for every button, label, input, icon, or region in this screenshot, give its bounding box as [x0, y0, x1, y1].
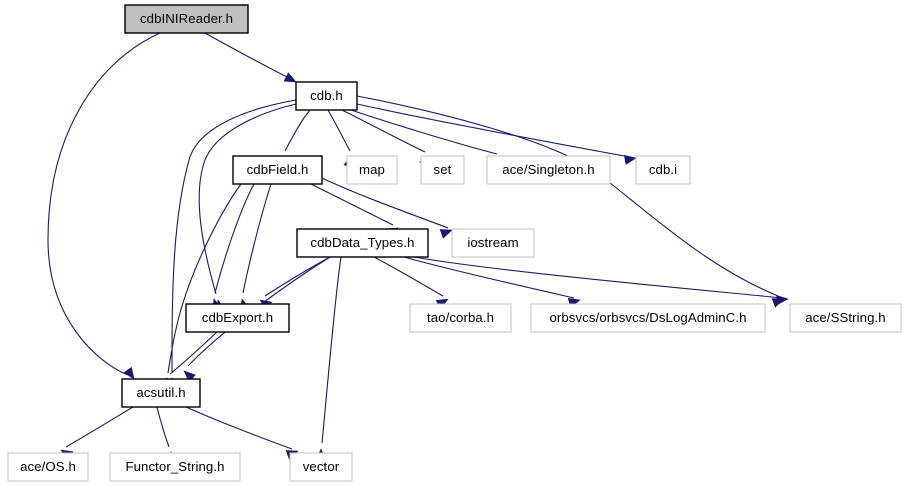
edge-line — [169, 331, 218, 375]
graph-node-iostream[interactable]: iostream — [451, 228, 535, 258]
edge-line — [321, 177, 449, 229]
node-label: tao/corba.h — [427, 310, 494, 325]
node-box[interactable] — [451, 228, 535, 258]
edge-line — [198, 103, 297, 295]
node-label: Functor_String.h — [125, 459, 224, 474]
graph-node-dsLogAdmin[interactable]: orbsvcs/orbsvcs/DsLogAdminC.h — [530, 303, 766, 333]
edge-line — [403, 256, 575, 299]
node-box[interactable] — [289, 452, 353, 482]
edge-line — [321, 256, 342, 444]
graph-edge-cdbDataTypes-to-cdbExport — [259, 256, 331, 311]
edge-arrowhead — [439, 229, 453, 239]
graph-node-cdbDataTypes[interactable]: cdbData_Types.h — [296, 228, 429, 258]
graph-node-cdb[interactable]: cdb.h — [295, 81, 358, 111]
edge-arrowhead — [123, 366, 135, 380]
node-label: cdbData_Types.h — [310, 235, 414, 250]
node-box[interactable] — [635, 155, 691, 185]
graph-node-map[interactable]: map — [346, 155, 398, 185]
node-label: ace/OS.h — [20, 459, 76, 474]
node-label: iostream — [467, 235, 518, 250]
node-label: map — [359, 162, 385, 177]
node-label: acsutil.h — [136, 385, 185, 400]
graph-node-cdbINIReader[interactable]: cdbINIReader.h — [124, 4, 249, 34]
graph-node-aceSString[interactable]: ace/SString.h — [789, 303, 902, 333]
node-box[interactable] — [486, 155, 611, 185]
graph-node-aceOS[interactable]: ace/OS.h — [7, 452, 89, 482]
edge-line — [341, 109, 426, 153]
node-label: orbsvcs/orbsvcs/DsLogAdminC.h — [549, 310, 746, 325]
edge-line — [310, 183, 394, 226]
graph-edge-cdbField-to-cdbExport — [212, 183, 255, 312]
graph-node-cdbExport[interactable]: cdbExport.h — [185, 303, 290, 333]
node-box[interactable] — [124, 4, 249, 34]
graph-edge-cdbField-to-acsutil — [162, 183, 242, 391]
node-box[interactable] — [346, 155, 398, 185]
edge-line — [284, 109, 311, 152]
graph-edge-acsutil-to-aceOS — [60, 406, 134, 461]
node-box[interactable] — [109, 452, 241, 482]
node-box[interactable] — [295, 81, 358, 111]
edge-line — [356, 95, 779, 297]
graph-edge-cdbDataTypes-to-taoCorba — [373, 256, 449, 310]
node-box[interactable] — [232, 155, 323, 185]
graph-node-cdbi[interactable]: cdb.i — [635, 155, 691, 185]
node-layer: cdbINIReader.h cdb.h cdbField.h map set ace/S… — [7, 4, 902, 482]
graph-edge-cdbINIReader-to-cdb — [204, 32, 297, 83]
edge-line — [413, 256, 783, 299]
node-box[interactable] — [296, 228, 429, 258]
graph-node-taoCorba[interactable]: tao/corba.h — [409, 303, 512, 333]
node-box[interactable] — [409, 303, 512, 333]
graph-node-set[interactable]: set — [420, 155, 465, 185]
graph-edge-cdbDataTypes-to-vector — [315, 256, 342, 461]
graph-edge-cdb-to-cdbExport — [198, 103, 297, 313]
edge-line — [47, 32, 161, 376]
node-label: cdbField.h — [247, 162, 309, 177]
node-label: cdb.h — [310, 88, 343, 103]
node-box[interactable] — [185, 303, 290, 333]
node-box[interactable] — [121, 378, 201, 408]
graph-node-vector[interactable]: vector — [289, 452, 353, 482]
node-label: cdbINIReader.h — [140, 11, 233, 26]
graph-edge-cdbField-to-cdbExport — [240, 183, 272, 312]
node-label: ace/Singleton.h — [502, 162, 594, 177]
node-label: set — [434, 162, 452, 177]
edge-line — [171, 99, 297, 373]
graph-edge-cdb-to-acsutil — [166, 99, 297, 390]
edge-line — [185, 406, 293, 450]
node-label: vector — [303, 459, 340, 474]
edge-line — [214, 183, 255, 294]
edge-line — [327, 109, 351, 152]
edge-line — [373, 256, 444, 297]
graph-edge-cdbDataTypes-to-aceSString — [413, 256, 789, 306]
edge-line — [204, 32, 292, 80]
edge-line — [350, 109, 498, 155]
edge-arrowhead — [283, 72, 297, 83]
graph-node-aceSingleton[interactable]: ace/Singleton.h — [486, 155, 611, 185]
edge-line — [167, 183, 242, 374]
graph-edge-cdbField-to-iostream — [321, 177, 453, 239]
graph-edge-acsutil-to-vector — [185, 406, 299, 460]
node-box[interactable] — [420, 155, 465, 185]
node-label: cdb.i — [649, 162, 677, 177]
graph-edge-cdbDataTypes-to-dsLogAdmin — [403, 256, 581, 308]
node-label: cdbExport.h — [202, 310, 273, 325]
node-box[interactable] — [530, 303, 766, 333]
graph-edge-cdbINIReader-to-acsutil — [47, 32, 161, 380]
graph-edge-cdb-to-aceSString — [356, 95, 785, 308]
graph-node-functorString[interactable]: Functor_String.h — [109, 452, 241, 482]
edge-arrowhead — [623, 154, 637, 165]
edge-arrowhead — [776, 294, 789, 306]
node-box[interactable] — [789, 303, 902, 333]
edge-line — [156, 406, 170, 448]
graph-node-cdbField[interactable]: cdbField.h — [232, 155, 323, 185]
edge-line — [65, 406, 134, 448]
node-box[interactable] — [7, 452, 89, 482]
edge-line — [356, 103, 631, 158]
node-label: ace/SString.h — [805, 310, 885, 325]
graph-node-acsutil[interactable]: acsutil.h — [121, 378, 201, 408]
edge-line — [242, 183, 272, 294]
graph-edge-cdb-to-cdbi — [356, 103, 637, 165]
